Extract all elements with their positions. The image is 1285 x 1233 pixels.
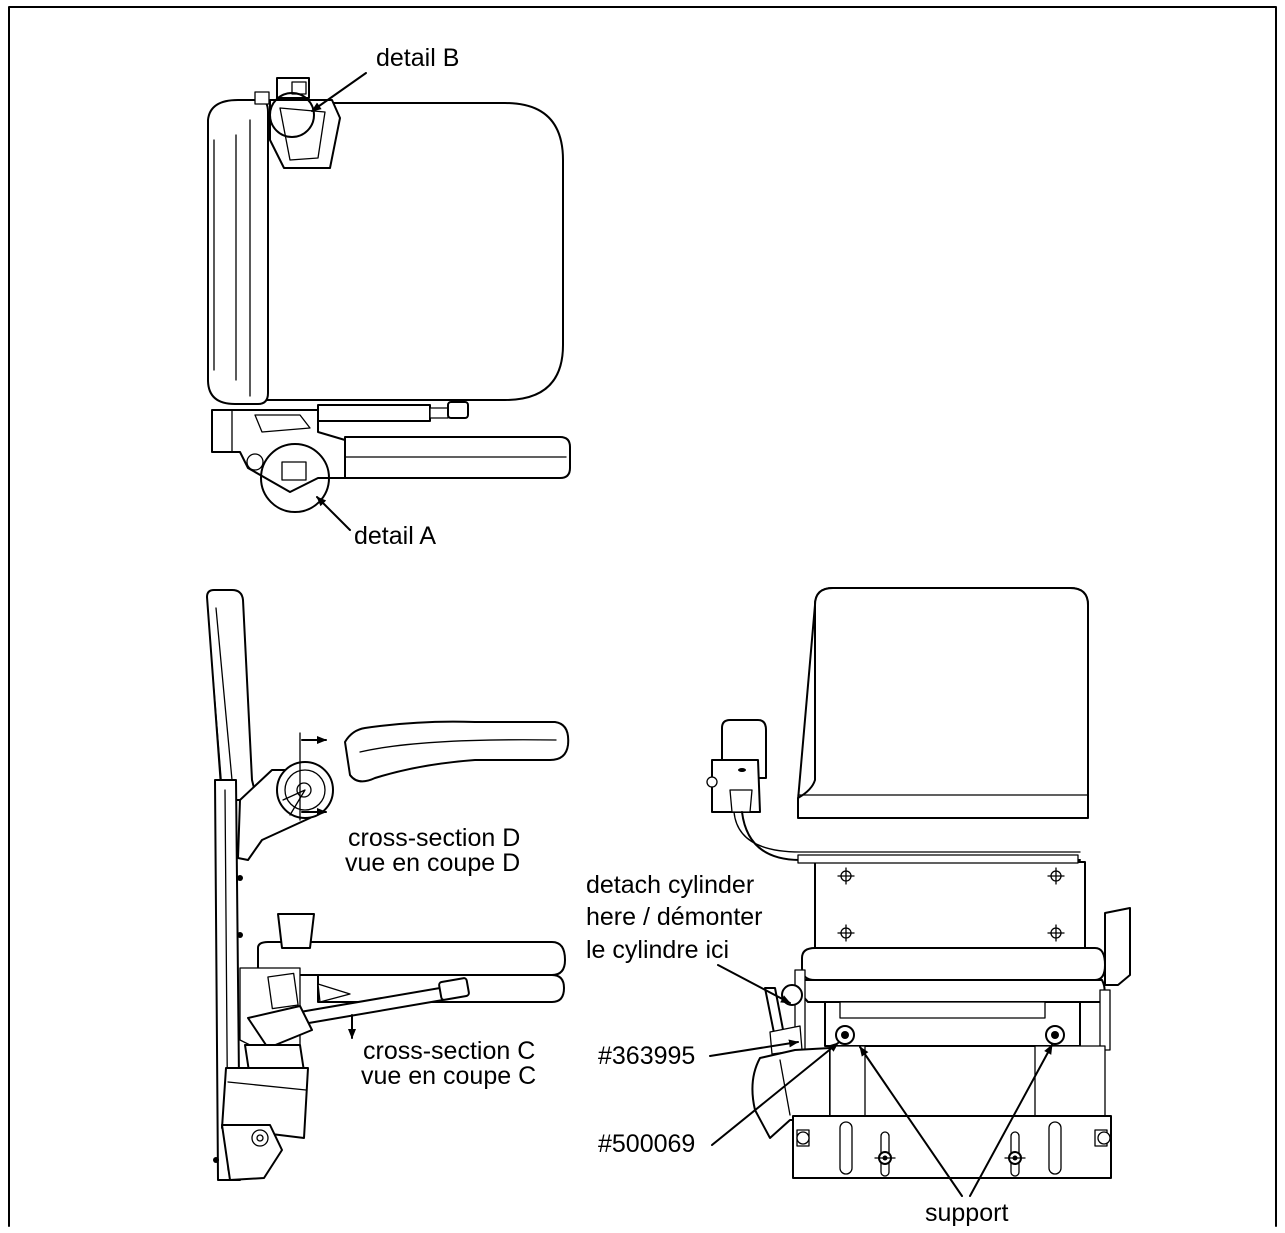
- detail-b-circle: [269, 92, 315, 138]
- part-363995-leader: [709, 1039, 799, 1057]
- front-backrest-face: [797, 587, 1089, 819]
- detail-a-label: detail A: [354, 522, 436, 550]
- part-500069-label: #500069: [598, 1130, 695, 1158]
- page-frame: [8, 6, 1277, 1227]
- detail-b-label: detail B: [376, 44, 459, 72]
- top-backrest-bracket: [269, 99, 341, 169]
- top-backrest: [207, 99, 269, 405]
- top-pivot-mechanism: [211, 409, 346, 493]
- detail-a-circle: [260, 443, 330, 513]
- front-armrest-stub: [1104, 907, 1131, 986]
- side-headrest-stub: [277, 913, 315, 949]
- side-armrest: [344, 720, 570, 783]
- support-label: support: [925, 1199, 1008, 1227]
- part-363995-label: #363995: [598, 1042, 695, 1070]
- detach-cylinder-label-line2: here / démonter: [586, 903, 763, 931]
- side-view: cross-section D vue en coupe D cross-sec…: [206, 589, 570, 1181]
- front-view: [706, 587, 1131, 1179]
- top-gas-cylinder: [317, 404, 431, 422]
- top-seat-cushion: [259, 102, 564, 401]
- detail-a-leader: [316, 496, 351, 531]
- detach-cylinder-label-line3: le cylindre ici: [586, 936, 729, 964]
- part-500069-leader: [711, 1042, 839, 1146]
- detail-b-leader: [311, 72, 367, 112]
- support-leader-right: [969, 1044, 1053, 1197]
- cross-section-c-label: cross-section C: [363, 1037, 535, 1065]
- detach-cylinder-leader: [717, 964, 791, 1004]
- cross-section-d-label: cross-section D: [348, 824, 520, 852]
- vue-en-coupe-c-label: vue en coupe C: [361, 1062, 536, 1090]
- front-callouts: detach cylinder here / démonter le cylin…: [586, 871, 1053, 1227]
- front-seat-cushion: [801, 947, 1106, 981]
- front-mounting-plate: [814, 861, 1086, 959]
- top-view: detail B detail A: [207, 44, 571, 550]
- vue-en-coupe-d-label: vue en coupe D: [345, 849, 520, 877]
- front-belt-tube: [741, 811, 1081, 861]
- detach-cylinder-label-line1: detach cylinder: [586, 871, 754, 899]
- support-leader-left: [859, 1046, 963, 1197]
